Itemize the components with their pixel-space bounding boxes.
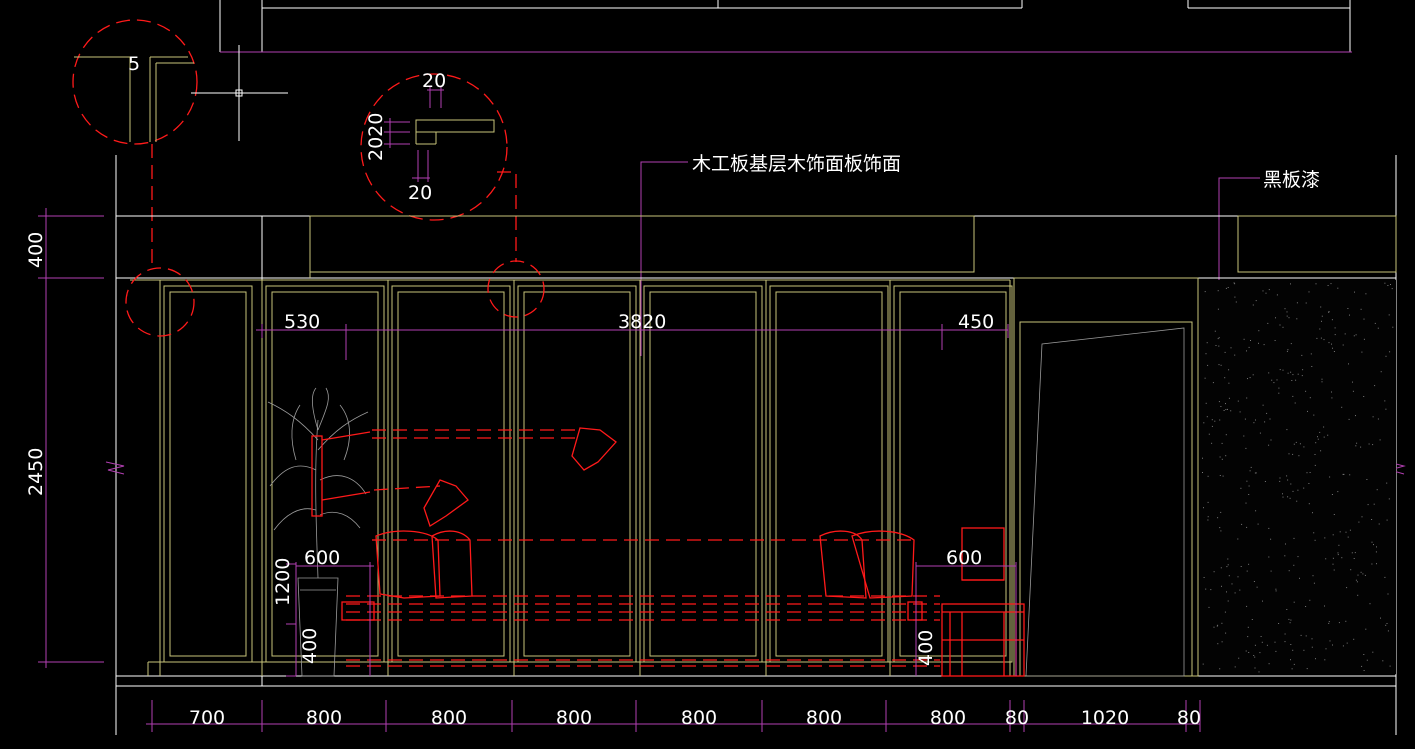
note-blackboard: 黑板漆 xyxy=(1263,169,1320,191)
wall-panel xyxy=(765,280,889,676)
detail-mid-bottom-dim: 20 xyxy=(408,182,432,204)
bottom-dim-label: 800 xyxy=(930,707,966,729)
callout-circle[interactable] xyxy=(487,260,545,318)
note-panel-leader: 木工板基层木饰面板饰面 xyxy=(640,153,901,356)
bottom-dim-label: 800 xyxy=(806,707,842,729)
bottom-dim-label: 700 xyxy=(189,707,225,729)
dim-left-height: 1200 xyxy=(272,558,294,606)
wall-panel xyxy=(261,280,385,676)
detail-mid-top-dim: 20 xyxy=(422,70,446,92)
detail-circle-mid[interactable]: 20 2020 20 xyxy=(360,70,517,262)
left-dimensions: 400 2450 xyxy=(25,208,104,668)
detail-circle-top[interactable]: 5 xyxy=(72,19,198,270)
bottom-dim-label: 80 xyxy=(1177,707,1201,729)
sofa[interactable] xyxy=(341,427,940,667)
bottom-dim-label: 1020 xyxy=(1081,707,1129,729)
note-panel-finish: 木工板基层木饰面板饰面 xyxy=(692,153,901,175)
wall-panel xyxy=(159,280,253,676)
dim-left-low: 400 xyxy=(299,628,321,664)
dim-inner-right: 450 xyxy=(958,311,994,333)
detail-top-dim: 5 xyxy=(128,53,140,75)
dim-left-main: 2450 xyxy=(25,448,47,496)
dim-inner-middle: 3820 xyxy=(618,311,666,333)
dim-right-table-width: 600 xyxy=(946,547,982,569)
dim-left-table-width: 600 xyxy=(304,547,340,569)
crosshair-cursor-icon xyxy=(191,45,288,141)
bottom-dim-label: 80 xyxy=(1005,707,1029,729)
bottom-dim-label: 800 xyxy=(681,707,717,729)
wall-panel xyxy=(639,280,763,676)
dim-right-low: 400 xyxy=(915,630,937,666)
dim-inner-left: 530 xyxy=(284,311,320,333)
blackboard-area xyxy=(1200,280,1396,674)
callout-circle[interactable] xyxy=(125,267,195,337)
wall-panel xyxy=(387,280,511,676)
door[interactable] xyxy=(1013,277,1199,677)
bottom-dimensions: 700 800 800 800 800 800 800 80 1020 80 xyxy=(146,700,1201,732)
inner-dimensions: 530 3820 450 xyxy=(256,311,1009,360)
bottom-dim-label: 800 xyxy=(306,707,342,729)
top-structure xyxy=(219,0,1352,53)
furniture-dimensions: 600 1200 400 600 400 xyxy=(272,547,1017,677)
wall-panels xyxy=(125,260,1013,676)
bottom-dim-label: 800 xyxy=(556,707,592,729)
detail-mid-side-dim: 2020 xyxy=(365,113,387,161)
bottom-dim-label: 800 xyxy=(431,707,467,729)
wall-panel xyxy=(513,280,637,676)
coat-rack-left[interactable] xyxy=(311,431,371,517)
dim-left-top: 400 xyxy=(25,232,47,268)
